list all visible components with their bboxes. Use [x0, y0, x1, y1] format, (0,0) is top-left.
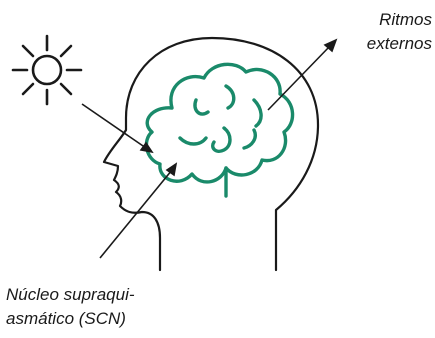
head-silhouette — [104, 38, 318, 270]
scn-arrow — [100, 164, 176, 258]
brain-icon — [146, 64, 292, 196]
external-rhythms-label: Ritmos externos — [322, 8, 432, 56]
scn-label: Núcleo supraqui- asmático (SCN) — [6, 283, 206, 331]
external-rhythms-label-line1: Ritmos — [322, 8, 432, 32]
scn-label-line2: asmático (SCN) — [6, 307, 206, 331]
sun-icon — [13, 36, 81, 104]
external-rhythms-label-line2: externos — [322, 32, 432, 56]
scn-label-line1: Núcleo supraqui- — [6, 283, 206, 307]
sunlight-arrow — [82, 104, 152, 152]
